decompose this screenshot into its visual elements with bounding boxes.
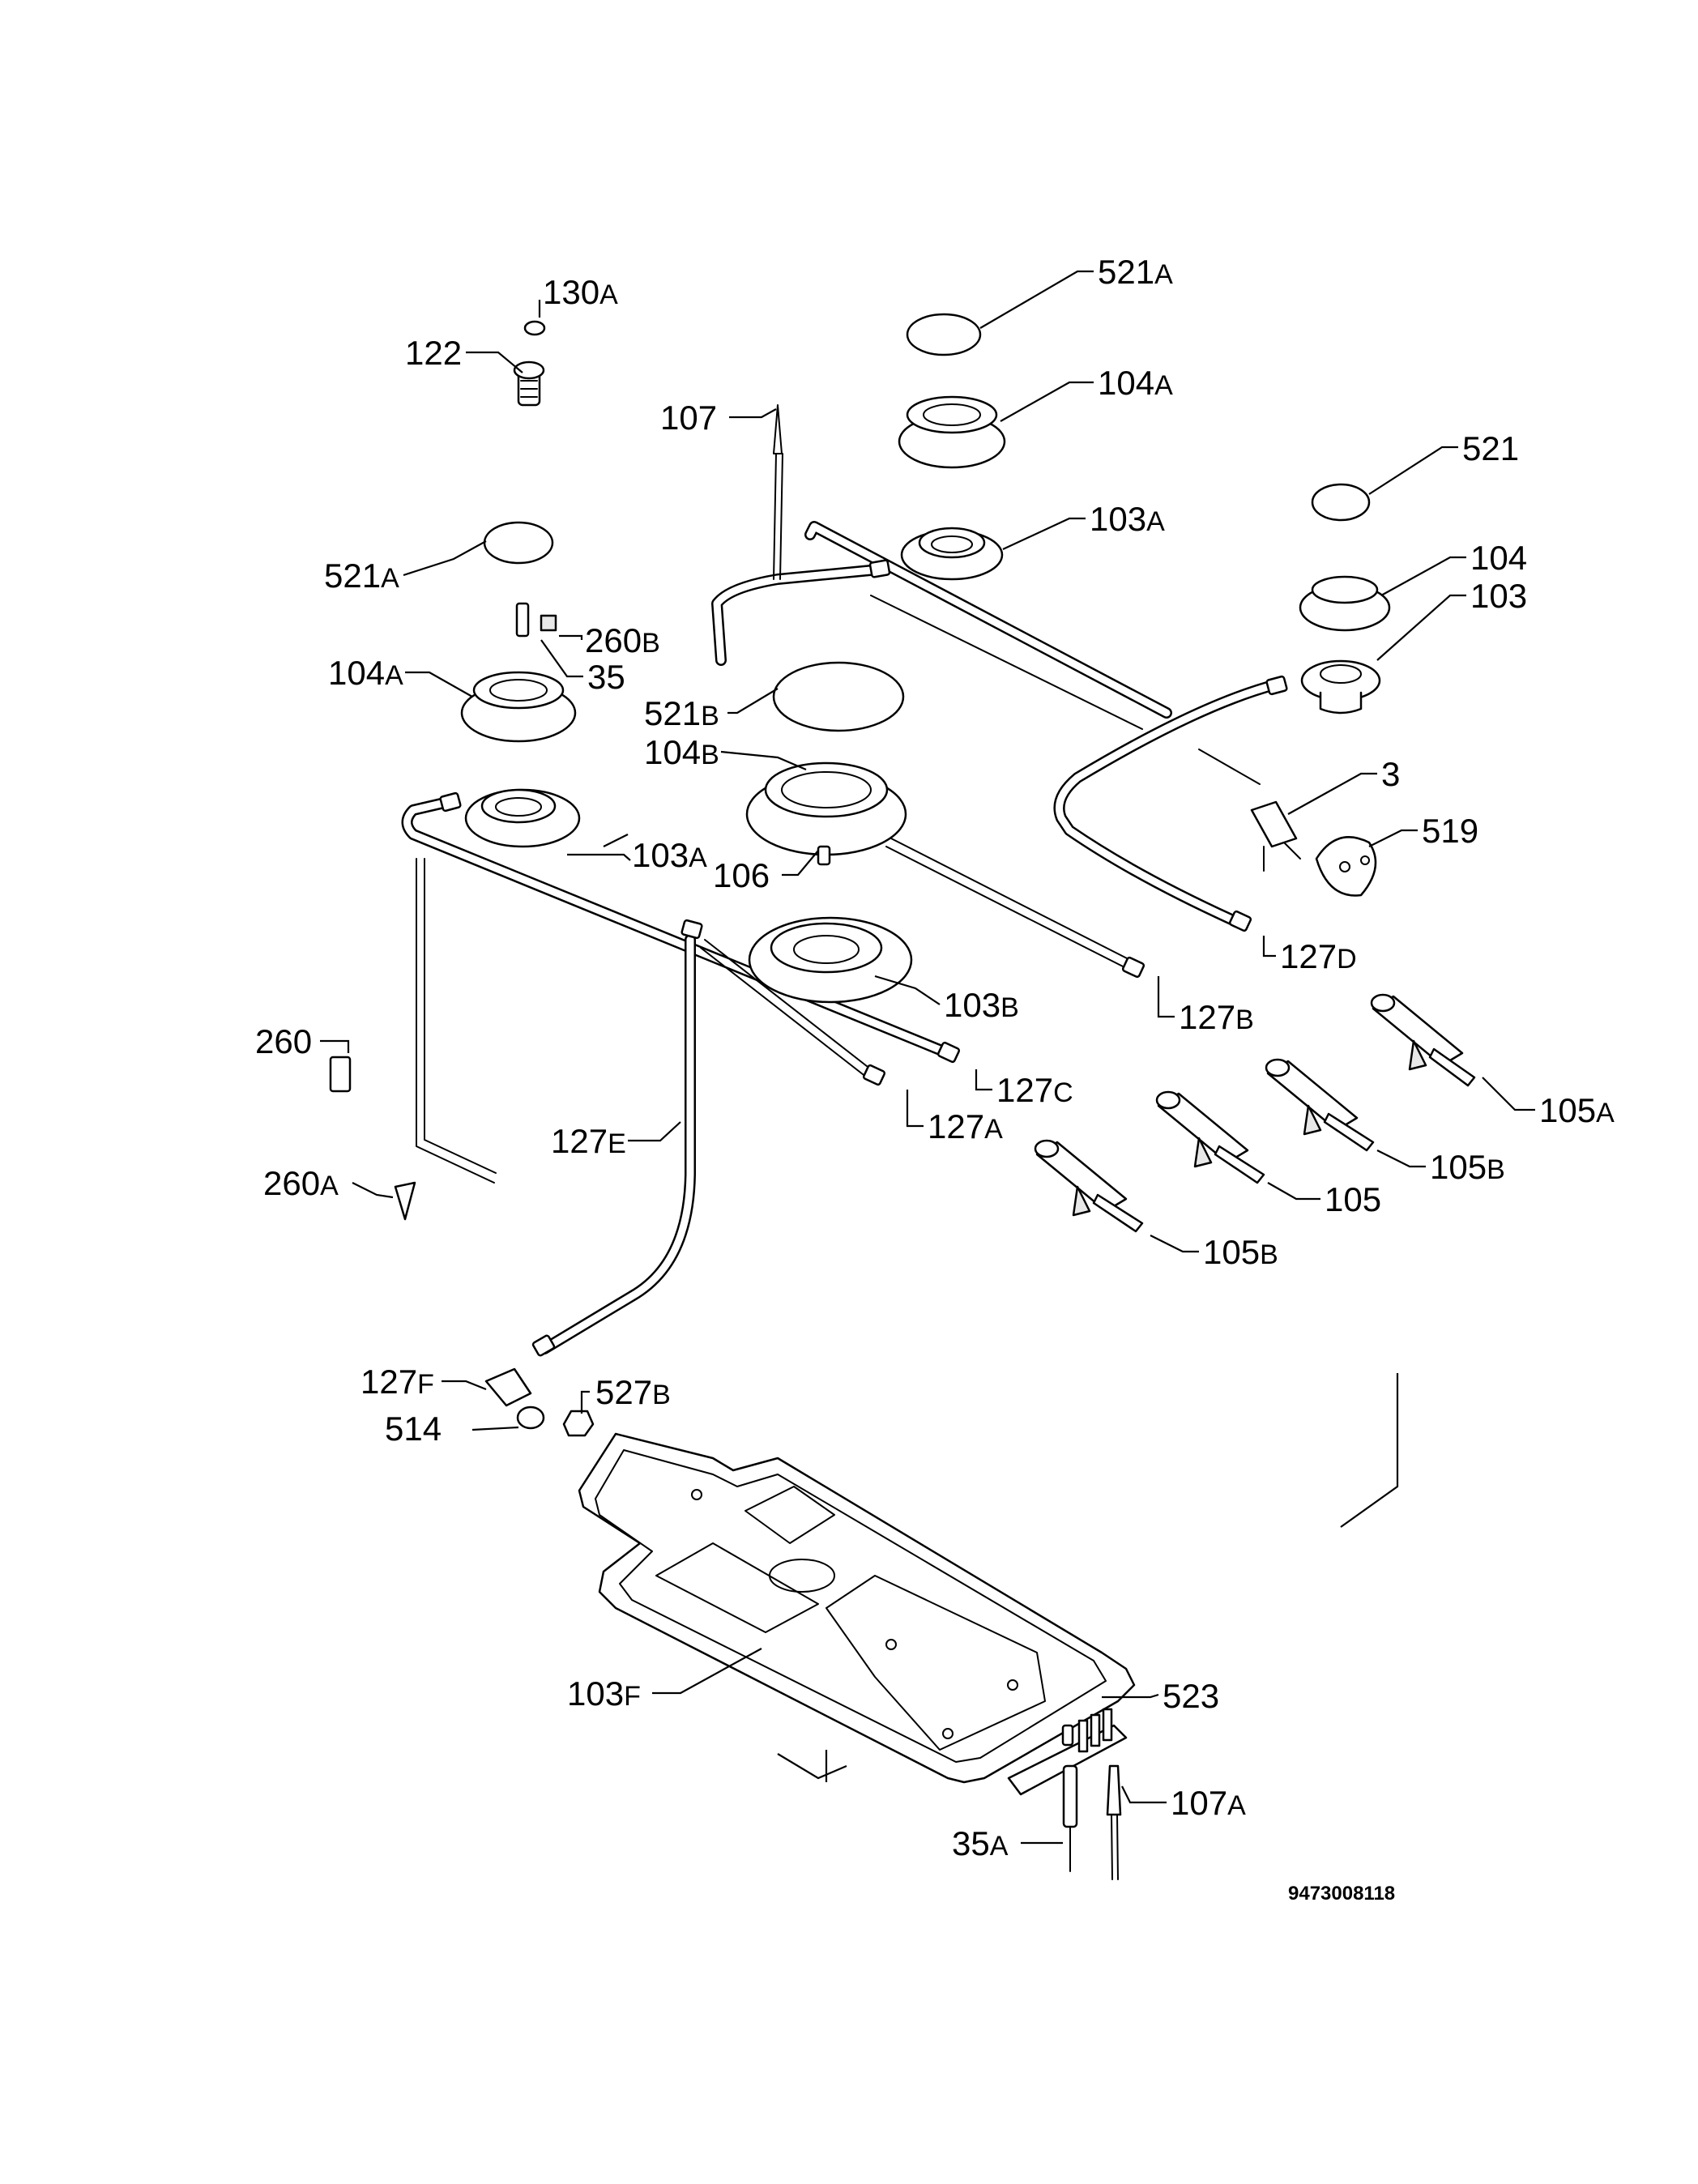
elbow-127f [484,1367,532,1407]
label-107: 107 [660,399,717,437]
hob-base-plate-103f [578,1432,1136,1784]
label-106: 106 [713,856,770,894]
burner-cap-521a-left [483,521,554,565]
label-103a-left: 103A [632,836,707,874]
label-514: 514 [385,1410,442,1448]
label-103f: 103F [567,1674,641,1713]
label-127c: 127C [996,1071,1073,1109]
label-35a: 35A [952,1824,1009,1862]
burner-cap-521b [772,661,905,732]
burner-rear-center [898,313,1006,581]
label-103a-top: 103A [1090,500,1165,538]
label-104b: 104B [644,733,719,771]
label-127f: 127F [361,1363,434,1401]
label-103b: 103B [944,986,1019,1024]
pipe-fittings [439,559,1288,1357]
label-521b: 521B [644,694,719,732]
thermocouple-107a [1106,1764,1122,1816]
label-122: 122 [405,334,462,372]
label-107a: 107A [1171,1784,1246,1822]
label-260a: 260A [263,1164,339,1202]
label-105: 105 [1325,1180,1381,1218]
gas-pipes [401,521,1282,1354]
clip-260a [394,1181,416,1221]
label-260: 260 [255,1022,312,1060]
burner-left [460,521,581,848]
injector-106 [817,845,831,866]
label-105b-right: 105B [1430,1148,1505,1186]
burner-cap-521a-top [906,313,982,356]
label-3: 3 [1381,755,1400,793]
small-parts [329,320,1377,1437]
label-130a: 130A [543,273,618,311]
burner-center-large [745,661,913,1004]
clip-260 [329,1056,352,1093]
label-104a-top: 104A [1098,364,1173,402]
burner-right [1299,483,1391,714]
valve-105 [1155,1090,1265,1184]
label-127d: 127D [1280,937,1357,975]
label-105a: 105A [1539,1091,1615,1129]
frame-markers [777,1373,1399,1782]
label-104a-left: 104A [328,654,403,692]
label-103: 103 [1470,577,1527,615]
label-105b-left: 105B [1203,1233,1278,1271]
part-labels: 130A 122 521A 107 104A 521 103A 521A 104… [255,253,1615,1905]
label-260b: 260B [585,621,660,659]
leader-lines [320,270,1535,1845]
label-35: 35 [587,658,625,696]
label-127e: 127E [551,1122,626,1160]
burner-cap-521 [1311,483,1371,522]
label-521a-left: 521A [324,557,399,595]
valve-105b-left [1034,1139,1144,1233]
electrode-35a [1062,1764,1078,1828]
label-127b: 127B [1179,998,1254,1036]
label-519: 519 [1422,812,1478,850]
valve-105b-right [1265,1058,1375,1152]
nut-527b [562,1410,595,1437]
seal-514 [516,1406,545,1430]
valves [1034,993,1476,1233]
clip-260b [540,614,557,632]
label-127a: 127A [928,1107,1003,1145]
thermocouple-107 [773,404,783,454]
label-104: 104 [1470,539,1527,577]
valve-3 [1250,800,1298,848]
document-code: 9473008118 [1288,1883,1395,1905]
electrode-35 [515,602,530,638]
label-523: 523 [1163,1677,1219,1715]
ignition-parts [1007,1708,1128,1880]
label-521: 521 [1462,429,1519,467]
label-521a-top: 521A [1098,253,1173,291]
label-527b: 527B [595,1373,671,1411]
valve-105a [1370,993,1476,1087]
part-130a [523,320,546,336]
